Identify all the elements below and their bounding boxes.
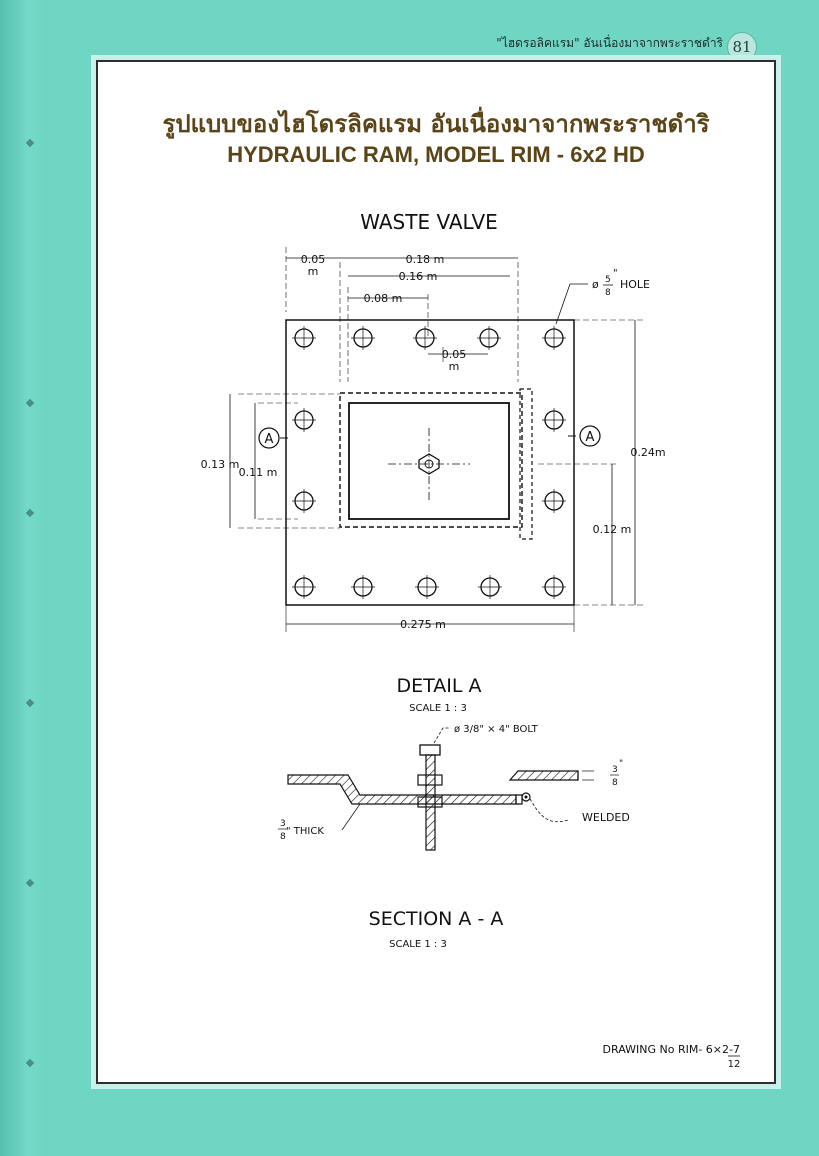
running-header: "ไฮดรอลิคแรม" อันเนื่องมาจากพระราชดำริ [496, 36, 723, 50]
bolt-holes-bottom [292, 575, 566, 599]
drawing-number: DRAWING No RIM- 6×2-7 [603, 1043, 740, 1056]
hole-prefix: ø [592, 278, 599, 291]
binding-stitch [25, 508, 35, 518]
weld-dot [524, 795, 528, 799]
dim-008: 0.08 m [364, 292, 403, 305]
section-marker-left-label: A [265, 432, 274, 447]
bolt-holes-top [292, 326, 566, 350]
detail-a-scale: SCALE 1 : 3 [409, 703, 467, 714]
book-binding [0, 0, 46, 1156]
dim-005-mid: 0.05 [442, 348, 467, 361]
hole-frac-num: 5 [605, 275, 611, 285]
extension-lines-bottom [285, 605, 575, 632]
section-marker-right [579, 425, 601, 447]
extension-lines-top [285, 247, 519, 382]
dim-024: 0.24m [630, 446, 665, 459]
welded-label: WELDED [582, 811, 630, 824]
section-marker-left [258, 427, 280, 449]
dim-018: 0.18 m [406, 253, 445, 266]
binding-stitch [25, 698, 35, 708]
drawing-sheet: รูปแบบของไฮโดรลิคแรม อันเนื่องมาจากพระรา… [96, 60, 776, 1084]
dim-011: 0.11 m [239, 466, 278, 479]
bolt-hole-centerlines [292, 326, 566, 350]
upper-nut [417, 774, 443, 786]
hole-inch-mark: " [613, 268, 618, 279]
binding-stitch [25, 1058, 35, 1068]
right-flange-section [508, 770, 579, 781]
detail-a-heading: DETAIL A [397, 675, 482, 697]
bolt-hole-centerlines [292, 408, 566, 513]
hole-frac-den: 8 [605, 288, 611, 298]
flange-dashed-outline [339, 392, 523, 528]
dim-012: 0.12 m [593, 523, 632, 536]
right-thick-inch: " [619, 759, 623, 769]
weld-leader [529, 798, 569, 823]
section-heading: SECTION A - A [369, 908, 504, 930]
drawing-sheet-number: 12 [728, 1059, 741, 1070]
thai-title: รูปแบบของไฮโดรลิคแรม อันเนื่องมาจากพระรา… [162, 110, 710, 138]
dim-005-mid-unit: m [449, 360, 460, 373]
bolt-head [419, 744, 441, 756]
right-thick-den: 8 [612, 778, 618, 788]
weld-symbol [521, 792, 531, 802]
weld-slot [519, 388, 533, 540]
dim-016: 0.16 m [399, 270, 438, 283]
section-marker-right-label: A [586, 430, 595, 445]
dim-013: 0.13 m [201, 458, 240, 471]
binding-stitch [25, 878, 35, 888]
page-number: 81 [727, 32, 757, 62]
extension-lines-left [238, 393, 340, 529]
thick-num: 3 [280, 819, 286, 829]
left-plate-section [287, 774, 517, 805]
section-scale: SCALE 1 : 3 [389, 939, 447, 950]
thick-label: " THICK [286, 826, 324, 837]
plate-outline [285, 319, 575, 606]
dim-005-left-unit: m [308, 265, 319, 278]
center-nut [418, 453, 440, 475]
waste-valve-heading: WASTE VALVE [360, 210, 498, 234]
bolt-label: ø 3/8" × 4" BOLT [454, 724, 539, 735]
thick-den: 8 [280, 832, 286, 842]
binding-stitch [25, 138, 35, 148]
plate-end [515, 794, 523, 805]
hole-leader [555, 283, 588, 325]
bolt-hole-centerlines [292, 575, 566, 599]
dim-005-left: 0.05 [301, 253, 326, 266]
right-thick-num: 3 [612, 765, 618, 775]
binding-stitch [25, 398, 35, 408]
dim-0275: 0.275 m [400, 618, 446, 631]
english-title: HYDRAULIC RAM, MODEL RIM - 6x2 HD [227, 142, 645, 167]
thick-leader [341, 803, 361, 831]
extension-lines-right [538, 319, 643, 606]
hole-label: HOLE [620, 278, 650, 291]
valve-opening [348, 402, 510, 520]
bolt-holes-sides [292, 408, 566, 513]
bolt-leader [433, 727, 450, 744]
engineering-drawing: WASTE VALVE [201, 210, 741, 1070]
